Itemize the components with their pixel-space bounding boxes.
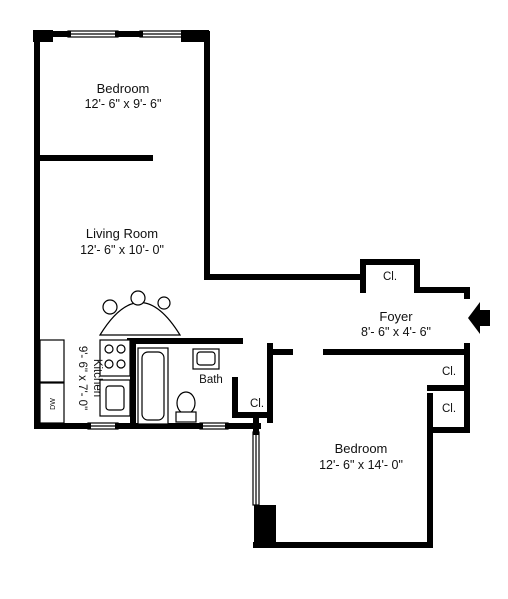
interior-walls (37, 155, 470, 433)
bedroom-top-name: Bedroom (97, 81, 150, 96)
kitchen-counter (39, 339, 65, 383)
bedroom-top-dims: 12'- 6" x 9'- 6" (85, 97, 162, 111)
kitchen-dims: 9'- 6" x 7'- 0" (76, 346, 88, 410)
living-room-name: Living Room (86, 226, 158, 241)
bath-fixtures (137, 347, 220, 425)
chair-icon (102, 299, 118, 315)
right-closet-lower-label: Cl. (442, 403, 456, 415)
toilet (176, 391, 196, 415)
foyer-dims: 8'- 6" x 4'- 6" (361, 325, 431, 339)
burner-icon (116, 344, 126, 354)
burner-icon (104, 359, 114, 369)
chair-icon (130, 290, 146, 306)
bath-closet-label: Cl. (250, 398, 264, 410)
bathtub-basin (141, 351, 165, 421)
bathtub (137, 347, 169, 425)
bath-sink-basin (196, 351, 216, 366)
foyer-closet-label: Cl. (383, 271, 397, 283)
bedroom-sw-pillar (254, 505, 276, 548)
bedroom-bottom-name: Bedroom (335, 441, 388, 456)
right-closet-upper-label: Cl. (442, 366, 456, 378)
bath-name: Bath (199, 374, 223, 386)
toilet-tank (175, 411, 197, 423)
foyer-name: Foyer (379, 309, 413, 324)
refrigerator-mark: DW (50, 398, 57, 410)
kitchen-name: Kitchen (91, 359, 103, 397)
kitchen-fixtures: DW (39, 290, 182, 424)
windows (67, 30, 260, 506)
sink-basin (105, 385, 125, 411)
north-west-corner (33, 30, 53, 42)
refrigerator (39, 382, 65, 424)
entry-arrow-icon (468, 302, 490, 334)
stove (99, 339, 131, 377)
burner-icon (104, 344, 114, 354)
chair-icon (157, 296, 171, 310)
bath-sink (192, 348, 220, 370)
living-room-dims: 12'- 6" x 10'- 0" (80, 243, 164, 257)
bedroom-bottom-dims: 12'- 6" x 14'- 0" (319, 458, 403, 472)
burner-icon (116, 359, 126, 369)
